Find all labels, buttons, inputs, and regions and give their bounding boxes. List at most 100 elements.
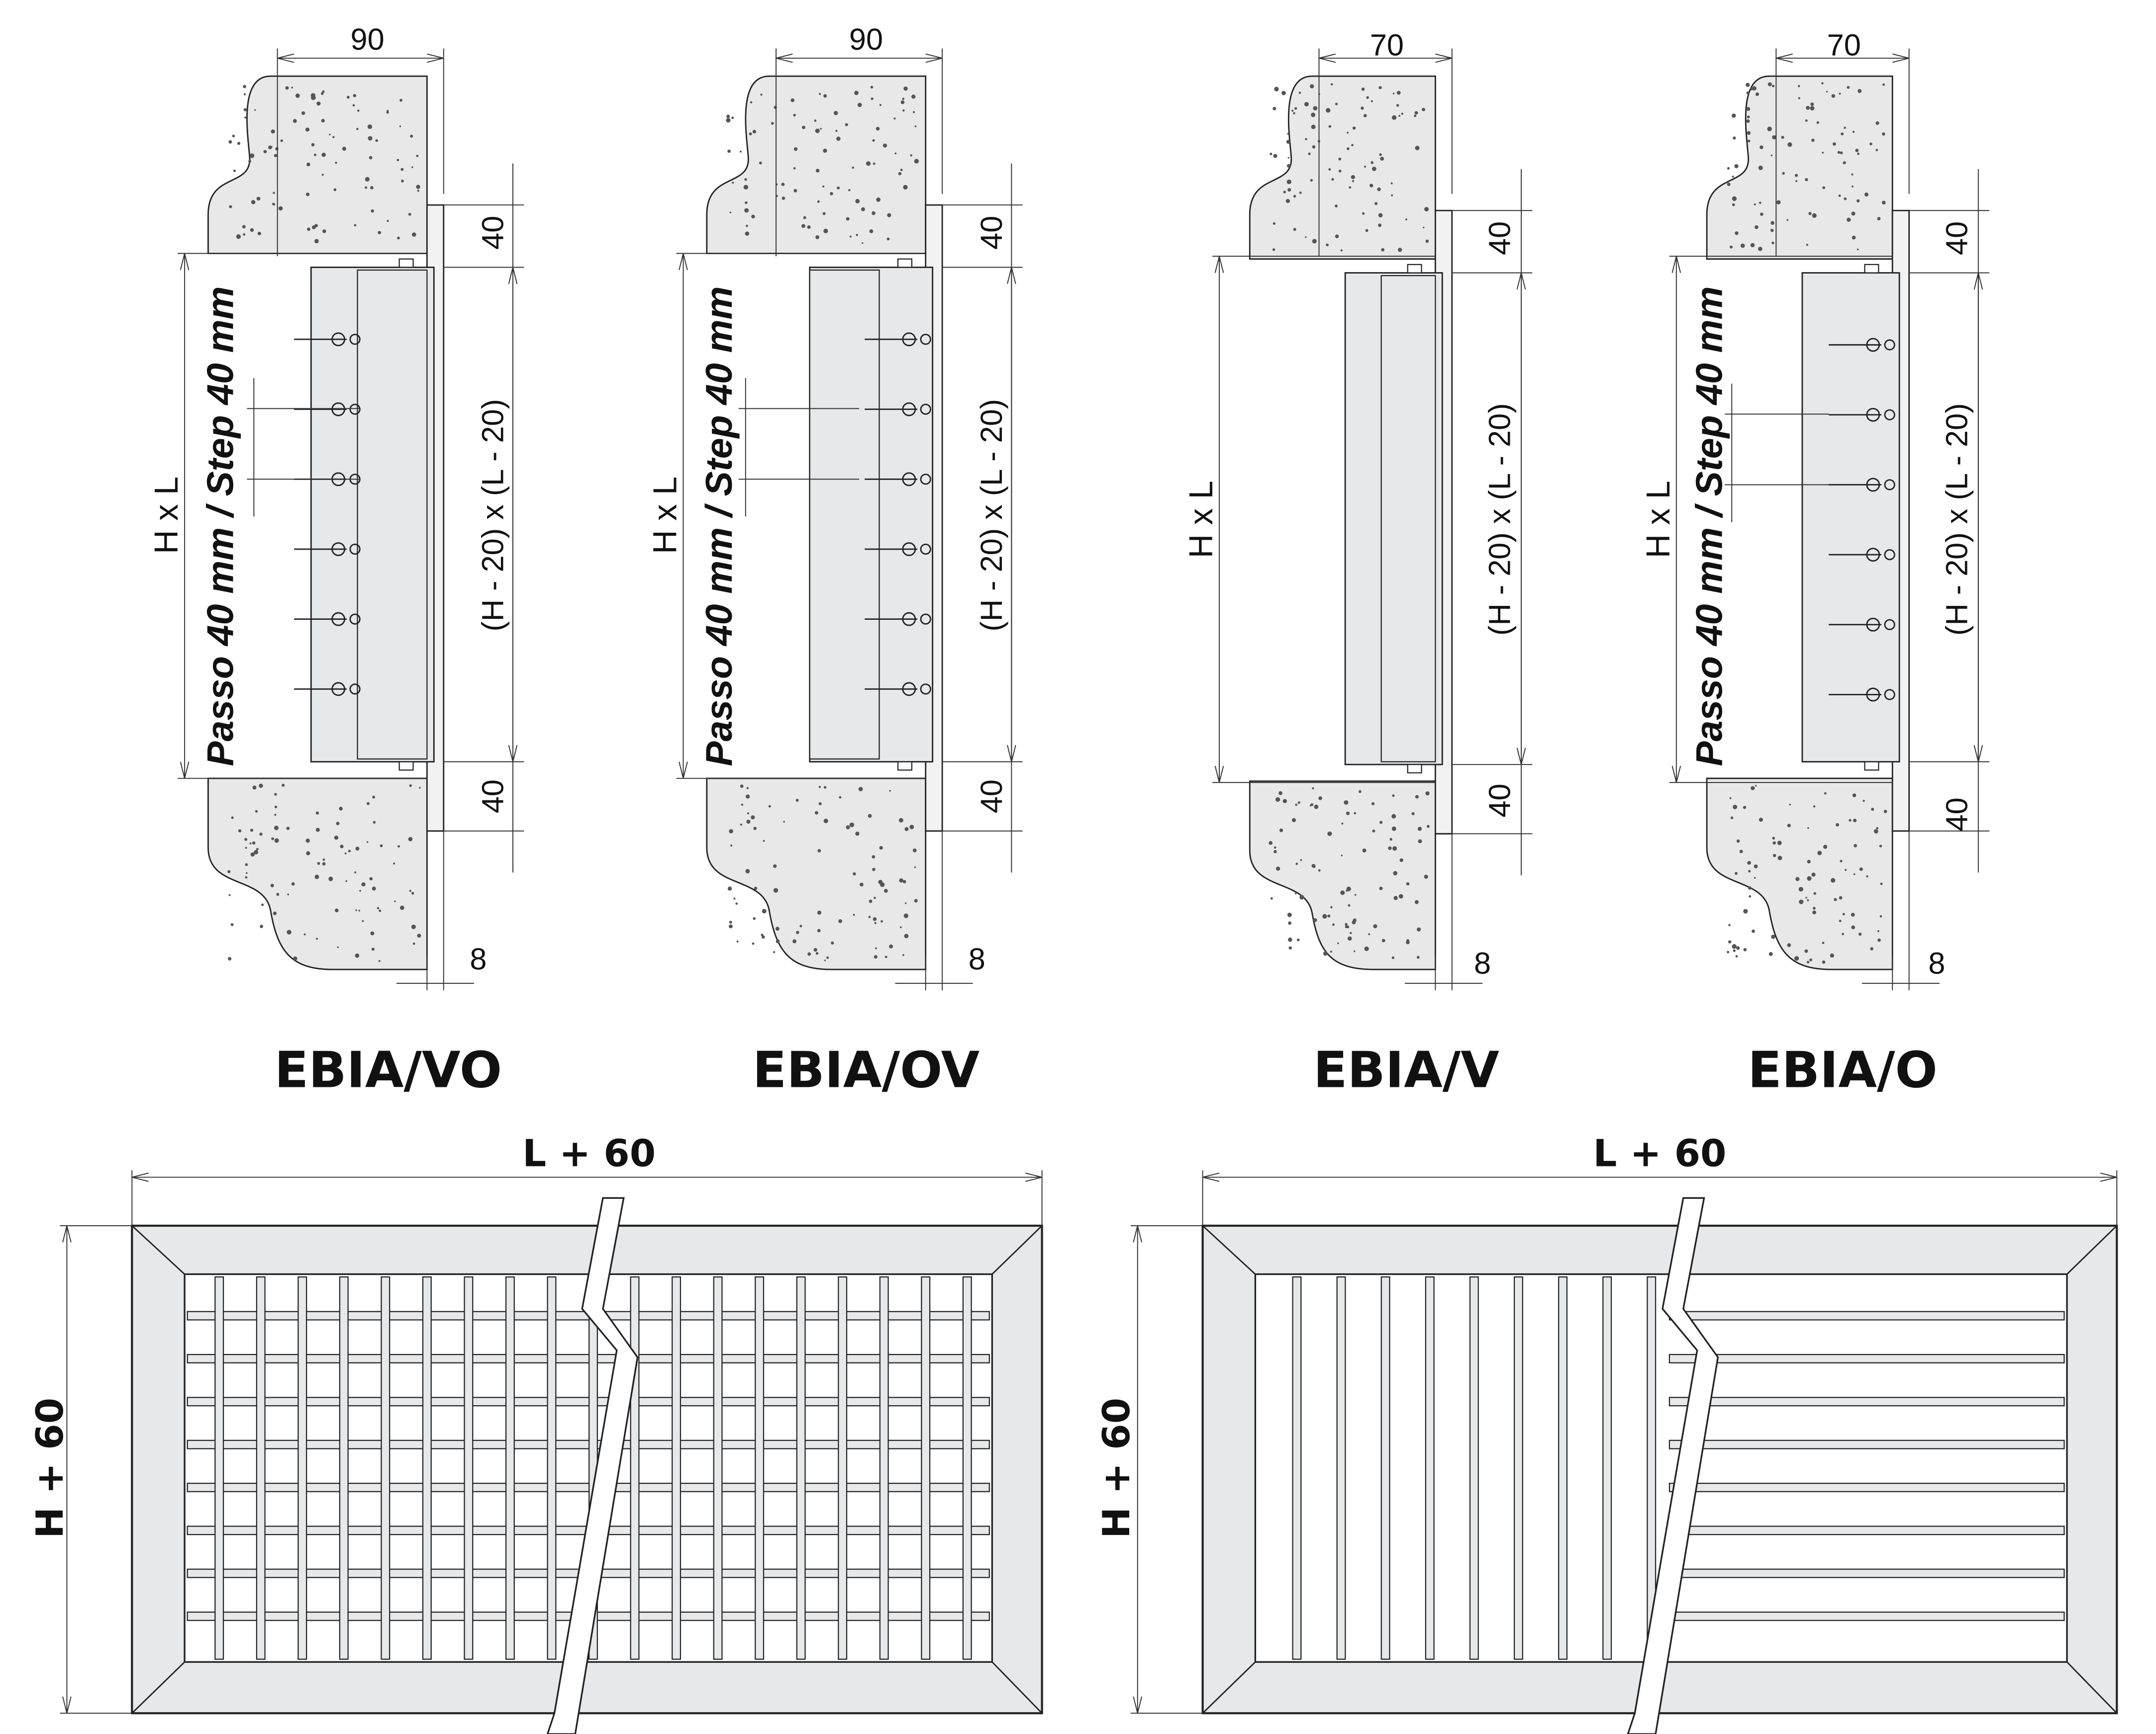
concrete-speckle	[1361, 87, 1365, 91]
concrete-speckle	[817, 849, 821, 853]
concrete-speckle	[1759, 817, 1763, 822]
concrete-speckle	[1770, 154, 1773, 157]
flange-bottom-label: 40	[476, 779, 509, 813]
concrete-speckle	[1821, 82, 1824, 85]
frame-miter	[1202, 1661, 1256, 1714]
concrete-speckle	[1414, 111, 1418, 115]
concrete-speckle	[830, 192, 833, 195]
concrete-speckle	[753, 827, 757, 830]
concrete-speckle	[250, 153, 255, 158]
concrete-speckle	[1313, 918, 1317, 922]
concrete-speckle	[1767, 126, 1772, 131]
concrete-speckle	[370, 931, 375, 936]
concrete-speckle	[914, 159, 919, 164]
concrete-speckle	[1381, 248, 1384, 252]
concrete-speckle	[747, 812, 749, 815]
concrete-speckle	[355, 847, 360, 851]
pin-eye-icon	[349, 543, 361, 555]
concrete-speckle	[746, 224, 748, 227]
arrow-icon	[508, 745, 518, 762]
concrete-speckle	[1310, 803, 1314, 806]
pin-eye-icon	[349, 613, 361, 625]
concrete-speckle	[728, 924, 733, 929]
concrete-speckle	[1728, 924, 1731, 927]
concrete-speckle	[1857, 152, 1860, 155]
concrete-speckle	[1279, 828, 1283, 832]
concrete-speckle	[820, 128, 822, 130]
fixing-screw	[1407, 764, 1422, 773]
concrete-speckle	[1308, 152, 1311, 155]
concrete-speckle	[1353, 950, 1356, 953]
concrete-speckle	[1364, 946, 1369, 951]
fixing-screw	[1864, 761, 1879, 771]
concrete-speckle	[257, 231, 261, 235]
concrete-speckle	[1747, 131, 1751, 135]
pin-eye-icon	[920, 543, 931, 555]
concrete-speckle	[823, 786, 827, 789]
concrete-speckle	[835, 129, 838, 132]
concrete-speckle	[1879, 915, 1882, 918]
concrete-speckle	[1843, 161, 1846, 165]
vertical-blade	[1292, 1276, 1302, 1660]
concrete-speckle	[900, 169, 903, 172]
horizontal-blade	[1668, 1568, 2065, 1578]
pin-eye-icon	[1884, 689, 1895, 700]
pin-ring-icon	[331, 402, 346, 416]
concrete-speckle	[321, 153, 326, 157]
concrete-speckle	[750, 101, 753, 103]
concrete-speckle	[858, 786, 863, 791]
concrete-speckle	[726, 118, 731, 123]
concrete-speckle	[745, 869, 750, 873]
concrete-speckle	[1396, 91, 1401, 95]
concrete-speckle	[333, 188, 337, 192]
concrete-speckle	[749, 132, 752, 136]
concrete-speckle	[1840, 860, 1843, 863]
concrete-speckle	[230, 923, 234, 926]
concrete-speckle	[1795, 180, 1798, 183]
concrete-speckle	[801, 224, 805, 228]
concrete-speckle	[399, 905, 404, 910]
depth-label: 70	[1370, 28, 1404, 62]
concrete-speckle	[1370, 184, 1373, 188]
concrete-speckle	[408, 837, 413, 842]
concrete-speckle	[912, 111, 915, 113]
concrete-speckle	[411, 166, 413, 168]
concrete-speckle	[1758, 247, 1763, 251]
concrete-speckle	[902, 97, 905, 100]
concrete-speckle	[837, 186, 840, 190]
concrete-speckle	[366, 802, 370, 805]
concrete-speckle	[1806, 105, 1810, 110]
concrete-speckle	[378, 231, 382, 234]
concrete-speckle	[1877, 930, 1879, 932]
concrete-speckle	[1305, 138, 1307, 141]
concrete-speckle	[894, 152, 897, 155]
concrete-speckle	[387, 219, 389, 222]
concrete-speckle	[1817, 851, 1822, 856]
concrete-speckle	[1414, 900, 1419, 904]
concrete-speckle	[408, 212, 411, 216]
concrete-speckle	[1291, 818, 1296, 822]
concrete-speckle	[1287, 912, 1292, 917]
concrete-speckle	[904, 827, 909, 831]
concrete-speckle	[782, 196, 785, 200]
concrete-speckle	[1398, 894, 1403, 899]
pin-ring-icon	[902, 472, 916, 486]
concrete-speckle	[317, 862, 320, 865]
concrete-speckle	[1859, 867, 1863, 871]
outer-size-label: H x L	[148, 477, 185, 554]
arrow-icon	[62, 1225, 72, 1243]
concrete-speckle	[254, 850, 259, 855]
concrete-speckle	[1391, 814, 1396, 819]
concrete-speckle	[1352, 180, 1355, 183]
concrete-speckle	[1837, 151, 1841, 154]
concrete-speckle	[1830, 953, 1834, 958]
concrete-speckle	[1804, 949, 1808, 953]
outer-size-label: H x L	[647, 477, 684, 554]
concrete-speckle	[1879, 845, 1882, 848]
concrete-speckle	[287, 930, 292, 935]
concrete-speckle	[1743, 909, 1748, 914]
concrete-speckle	[731, 116, 734, 119]
concrete-speckle	[274, 838, 279, 843]
concrete-speckle	[311, 143, 315, 147]
